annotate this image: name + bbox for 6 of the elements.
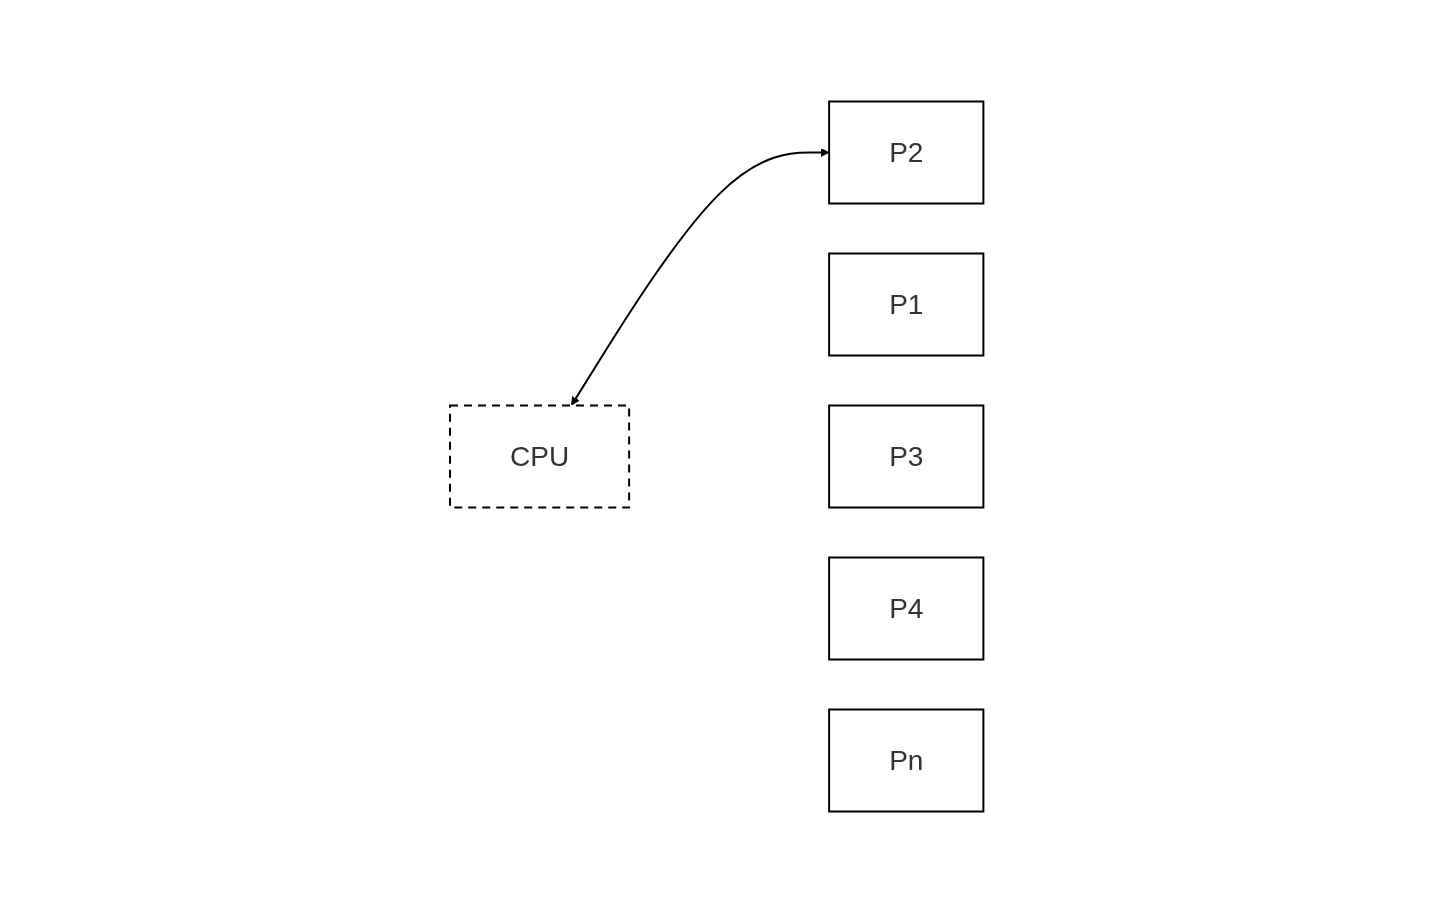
- node-box: P1: [827, 252, 985, 357]
- node-box: CPU: [448, 404, 630, 509]
- node-box: P4: [827, 556, 985, 661]
- node-box: P2: [827, 100, 985, 205]
- node-box: P3: [827, 404, 985, 509]
- node-box: Pn: [827, 708, 985, 813]
